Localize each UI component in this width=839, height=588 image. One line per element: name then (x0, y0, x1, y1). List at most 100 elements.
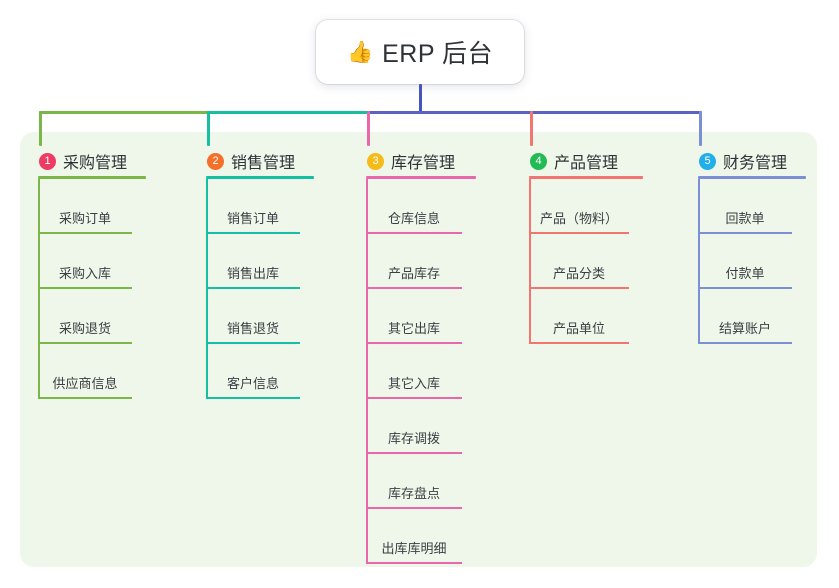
bus-segment-middle (207, 111, 369, 114)
leaf-item[interactable]: 其它出库 (366, 289, 462, 344)
column-underline-4 (529, 176, 643, 179)
leaf-underline (206, 232, 300, 234)
leaf-list-3: 仓库信息产品库存其它出库其它入库库存调拨库存盘点出库库明细 (366, 179, 476, 564)
leaf-item[interactable]: 采购订单 (38, 179, 132, 234)
column-title-4: 产品管理 (554, 155, 619, 172)
leaf-item[interactable]: 销售出库 (206, 234, 300, 289)
leaf-item[interactable]: 其它入库 (366, 344, 462, 399)
drop-line-5 (699, 111, 702, 146)
leaf-item[interactable]: 回款单 (698, 179, 792, 234)
leaf-label: 产品库存 (387, 266, 440, 281)
column-badge-5: 5 (699, 152, 716, 170)
drop-line-2 (207, 111, 210, 146)
leaf-item[interactable]: 销售订单 (206, 179, 300, 234)
column-header-1[interactable]: 1 采购管理 (38, 146, 146, 179)
column-5: 5 财务管理回款单付款单结算账户 (698, 146, 806, 344)
leaf-underline (38, 232, 132, 234)
column-1: 1 采购管理采购订单采购入库采购退货供应商信息 (38, 146, 146, 399)
leaf-item[interactable]: 产品库存 (366, 234, 462, 289)
leaf-item[interactable]: 结算账户 (698, 289, 792, 344)
leaf-item[interactable]: 采购退货 (38, 289, 132, 344)
column-badge-3: 3 (367, 152, 384, 170)
leaf-spine-3 (366, 179, 368, 564)
leaf-item[interactable]: 采购入库 (38, 234, 132, 289)
leaf-underline (698, 342, 792, 344)
leaf-label: 产品（物料） (539, 211, 618, 226)
drop-line-3 (367, 111, 370, 146)
leaf-list-1: 采购订单采购入库采购退货供应商信息 (38, 179, 146, 399)
leaf-label: 客户信息 (226, 376, 279, 391)
leaf-label: 付款单 (725, 266, 765, 281)
leaf-underline (38, 342, 132, 344)
leaf-underline (698, 287, 792, 289)
leaf-label: 销售订单 (226, 211, 279, 226)
root-node-content: 👍 ERP 后台 (347, 34, 493, 70)
leaf-underline (366, 562, 462, 564)
leaf-underline (206, 287, 300, 289)
leaf-underline (38, 287, 132, 289)
column-badge-1: 1 (39, 152, 56, 170)
leaf-underline (698, 232, 792, 234)
leaf-spine-2 (206, 179, 208, 399)
leaf-item[interactable]: 付款单 (698, 234, 792, 289)
leaf-list-4: 产品（物料） 产品分类产品单位 (529, 179, 643, 344)
leaf-label: 结算账户 (718, 321, 771, 336)
leaf-label: 采购退货 (58, 321, 111, 336)
leaf-item[interactable]: 库存盘点 (366, 454, 462, 509)
leaf-label: 回款单 (725, 211, 765, 226)
leaf-label: 销售出库 (226, 266, 279, 281)
leaf-item[interactable]: 仓库信息 (366, 179, 462, 234)
leaf-label: 采购入库 (58, 266, 111, 281)
column-header-3[interactable]: 3 库存管理 (366, 146, 476, 179)
leaf-label: 仓库信息 (387, 211, 440, 226)
leaf-label: 出库库明细 (381, 541, 447, 556)
leaf-label: 采购订单 (58, 211, 111, 226)
leaf-label: 供应商信息 (52, 376, 118, 391)
leaf-item[interactable]: 客户信息 (206, 344, 300, 399)
column-title-2: 销售管理 (231, 155, 296, 172)
bus-segment-right (367, 111, 702, 114)
root-title: ERP 后台 (382, 40, 494, 68)
root-node[interactable]: 👍 ERP 后台 (316, 20, 524, 84)
leaf-item[interactable]: 供应商信息 (38, 344, 132, 399)
column-header-2[interactable]: 2 销售管理 (206, 146, 314, 179)
thumbs-up-icon: 👍 (346, 39, 374, 64)
leaf-item[interactable]: 销售退货 (206, 289, 300, 344)
leaf-underline (529, 232, 629, 234)
leaf-underline (206, 342, 300, 344)
leaf-item[interactable]: 出库库明细 (366, 509, 462, 564)
drop-line-1 (39, 111, 42, 146)
column-header-5[interactable]: 5 财务管理 (698, 146, 806, 179)
trunk-line (419, 84, 422, 114)
leaf-spine-4 (529, 179, 531, 344)
column-title-3: 库存管理 (391, 155, 456, 172)
column-title-1: 采购管理 (63, 155, 128, 172)
drop-line-4 (530, 111, 533, 146)
column-title-5: 财务管理 (723, 155, 788, 172)
leaf-item[interactable]: 库存调拨 (366, 399, 462, 454)
leaf-underline (366, 507, 462, 509)
leaf-item[interactable]: 产品（物料） (529, 179, 629, 234)
leaf-label: 其它出库 (387, 321, 440, 336)
leaf-underline (529, 287, 629, 289)
column-underline-3 (366, 176, 476, 179)
leaf-underline (366, 397, 462, 399)
leaf-item[interactable]: 产品分类 (529, 234, 629, 289)
column-badge-2: 2 (207, 152, 224, 170)
leaf-list-2: 销售订单销售出库销售退货客户信息 (206, 179, 314, 399)
leaf-label: 销售退货 (226, 321, 279, 336)
leaf-underline (366, 342, 462, 344)
leaf-underline (366, 232, 462, 234)
leaf-label: 库存盘点 (387, 486, 440, 501)
column-2: 2 销售管理销售订单销售出库销售退货客户信息 (206, 146, 314, 399)
leaf-label: 库存调拨 (387, 431, 440, 446)
leaf-label: 产品分类 (552, 266, 605, 281)
leaf-spine-1 (38, 179, 40, 399)
leaf-underline (206, 397, 300, 399)
leaf-underline (38, 397, 132, 399)
leaf-underline (529, 342, 629, 344)
leaf-item[interactable]: 产品单位 (529, 289, 629, 344)
leaf-spine-5 (698, 179, 700, 344)
